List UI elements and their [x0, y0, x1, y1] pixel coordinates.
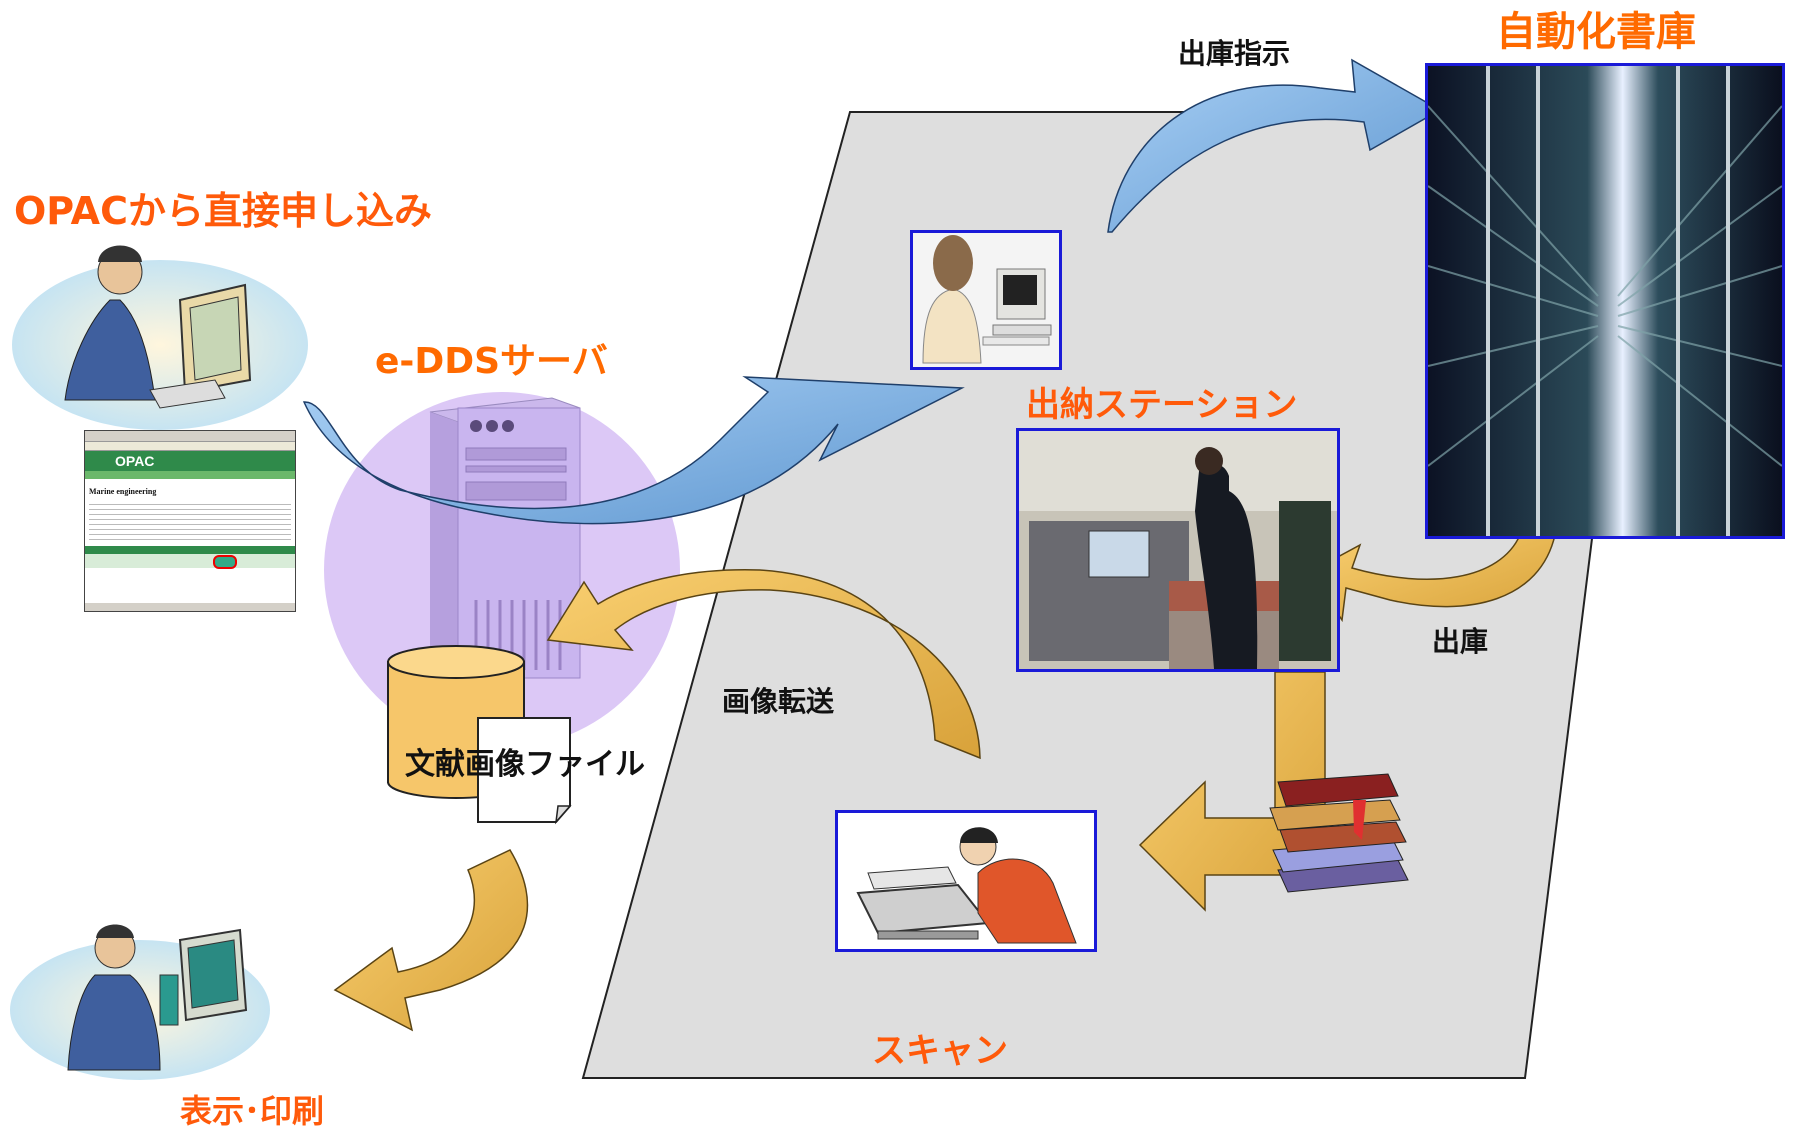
opac-record-title: Marine engineering: [89, 487, 157, 496]
scan-label: スキャン: [872, 1031, 1008, 1071]
opac-record-lines: [89, 500, 291, 540]
retrieval-order-label: 出庫指示: [1178, 37, 1291, 70]
display-print-label: 表示･印刷: [180, 1092, 325, 1130]
browser-status-bar: [85, 603, 295, 611]
user-at-computer-icon: [12, 245, 308, 430]
server-label: e-DDSサーバ: [375, 341, 608, 382]
retrieve-label: 出庫: [1432, 625, 1489, 658]
server-tower-icon: [429, 397, 581, 680]
auto-storage-label: 自動化書庫: [1496, 9, 1696, 55]
scanner-operator-image: [835, 810, 1097, 952]
opac-header: OPAC: [85, 451, 295, 471]
browser-toolbar: [85, 431, 295, 442]
request-arrow: [302, 376, 965, 525]
station-photo-image: [1016, 428, 1340, 672]
user-reading-icon: [10, 924, 270, 1080]
request-button-highlight[interactable]: [213, 555, 237, 569]
document-page-icon: [477, 717, 572, 825]
library-stacks-image: [1425, 63, 1785, 539]
opac-request-label: OPACから直接申し込み: [14, 189, 432, 233]
opac-logo: OPAC: [115, 453, 155, 469]
opac-holdings-rows: [85, 554, 295, 569]
opac-holdings-bar: [85, 546, 295, 554]
operator-terminal-image: [910, 230, 1062, 370]
display-arrow: [333, 849, 529, 1032]
station-label: 出納ステーション: [1026, 385, 1298, 425]
image-transfer-arrow: [546, 569, 981, 760]
file-label: 文献画像ファイル: [405, 747, 645, 782]
image-transfer-label: 画像転送: [722, 685, 835, 718]
book-stack-icon: [1258, 760, 1418, 900]
browser-address-bar: [85, 442, 295, 451]
opac-browser-window: OPAC Marine engineering: [84, 430, 296, 612]
opac-nav-bar: [85, 471, 295, 479]
